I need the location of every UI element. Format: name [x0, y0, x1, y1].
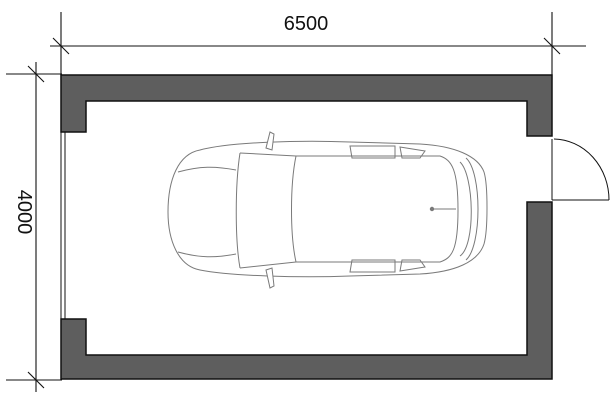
height-dimension: 4000	[6, 62, 62, 392]
width-label: 6500	[284, 13, 329, 35]
left-mirror	[265, 131, 275, 151]
garage-walls	[60, 74, 553, 380]
door-swing-arc	[553, 138, 610, 201]
car-top-view	[167, 131, 488, 289]
height-label: 4000	[13, 190, 35, 235]
width-dimension: 6500	[50, 12, 586, 80]
car-body	[167, 140, 488, 278]
side-door	[540, 135, 610, 203]
antenna-base	[429, 206, 435, 212]
bottom-wall	[60, 201, 553, 380]
top-wall	[60, 74, 553, 137]
right-mirror	[265, 267, 275, 289]
left-gate	[60, 132, 66, 319]
